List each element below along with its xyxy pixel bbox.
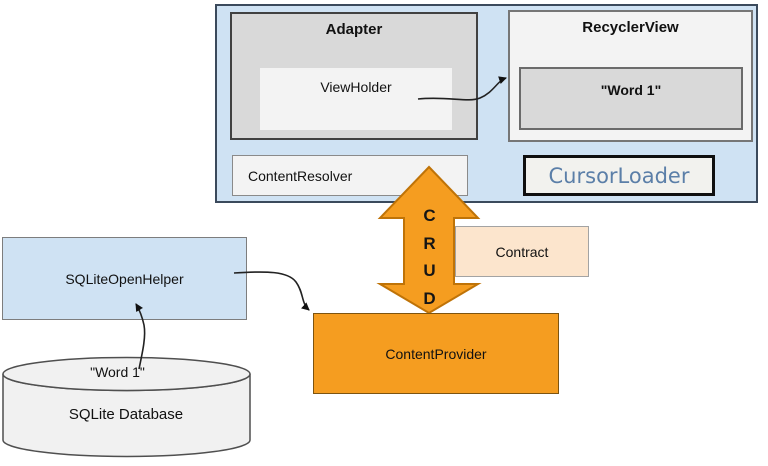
crud-letter-d: D: [423, 288, 436, 308]
connector-database-to-helper: [135, 303, 146, 370]
recycler-item-label: "Word 1": [600, 82, 662, 98]
adapter-label: Adapter: [325, 21, 383, 38]
crud-letters: C R U D: [404, 202, 455, 312]
cursor-loader-box: CursorLoader: [523, 155, 715, 196]
sqlite-open-helper-box: SQLiteOpenHelper: [2, 237, 247, 320]
content-provider-box: ContentProvider: [313, 313, 559, 394]
crud-letter-u: U: [423, 261, 436, 280]
cursor-loader-label: CursorLoader: [548, 163, 690, 188]
crud-letter-r: R: [423, 233, 436, 253]
recyclerview-label: RecyclerView: [582, 19, 679, 36]
crud-letter-c: C: [423, 206, 436, 225]
database-label: SQLite Database: [68, 406, 184, 423]
database-cylinder: [2, 356, 251, 458]
content-resolver-label: ContentResolver: [248, 167, 353, 184]
content-provider-label: ContentProvider: [385, 345, 487, 362]
sqlite-open-helper-label: SQLiteOpenHelper: [65, 270, 184, 287]
contract-box: Contract: [455, 226, 589, 277]
database-record-label: "Word 1": [90, 364, 145, 380]
connector-helper-to-provider: [233, 271, 310, 311]
connector-viewholder-to-recycler-item: [417, 76, 507, 101]
contract-label: Contract: [495, 243, 549, 260]
recycler-item-box: "Word 1": [519, 67, 743, 130]
viewholder-label: ViewHolder: [320, 79, 392, 95]
